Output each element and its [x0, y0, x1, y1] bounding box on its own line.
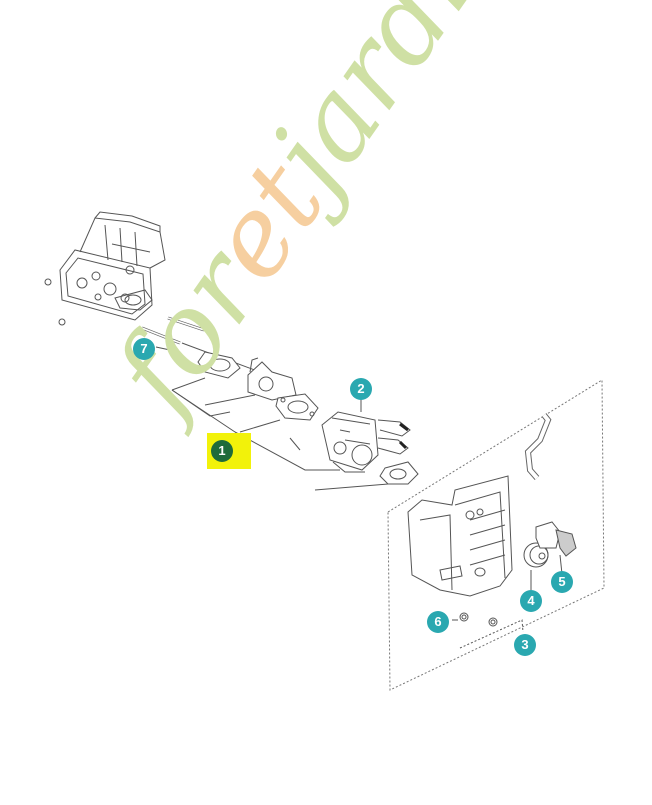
cylinder-head-drawing — [44, 211, 166, 326]
callout-7-badge[interactable]: 7 — [133, 338, 155, 360]
air-filter-housing-drawing — [407, 475, 513, 597]
callout-6-badge[interactable]: 6 — [427, 611, 449, 633]
callout-3-badge[interactable]: 3 — [514, 634, 536, 656]
callout-2-badge[interactable]: 2 — [350, 378, 372, 400]
callout-5-badge[interactable]: 5 — [551, 571, 573, 593]
carburetor-drawing — [321, 411, 411, 473]
callout-4-badge[interactable]: 4 — [520, 590, 542, 612]
callout-1-badge[interactable]: 1 — [211, 440, 233, 462]
